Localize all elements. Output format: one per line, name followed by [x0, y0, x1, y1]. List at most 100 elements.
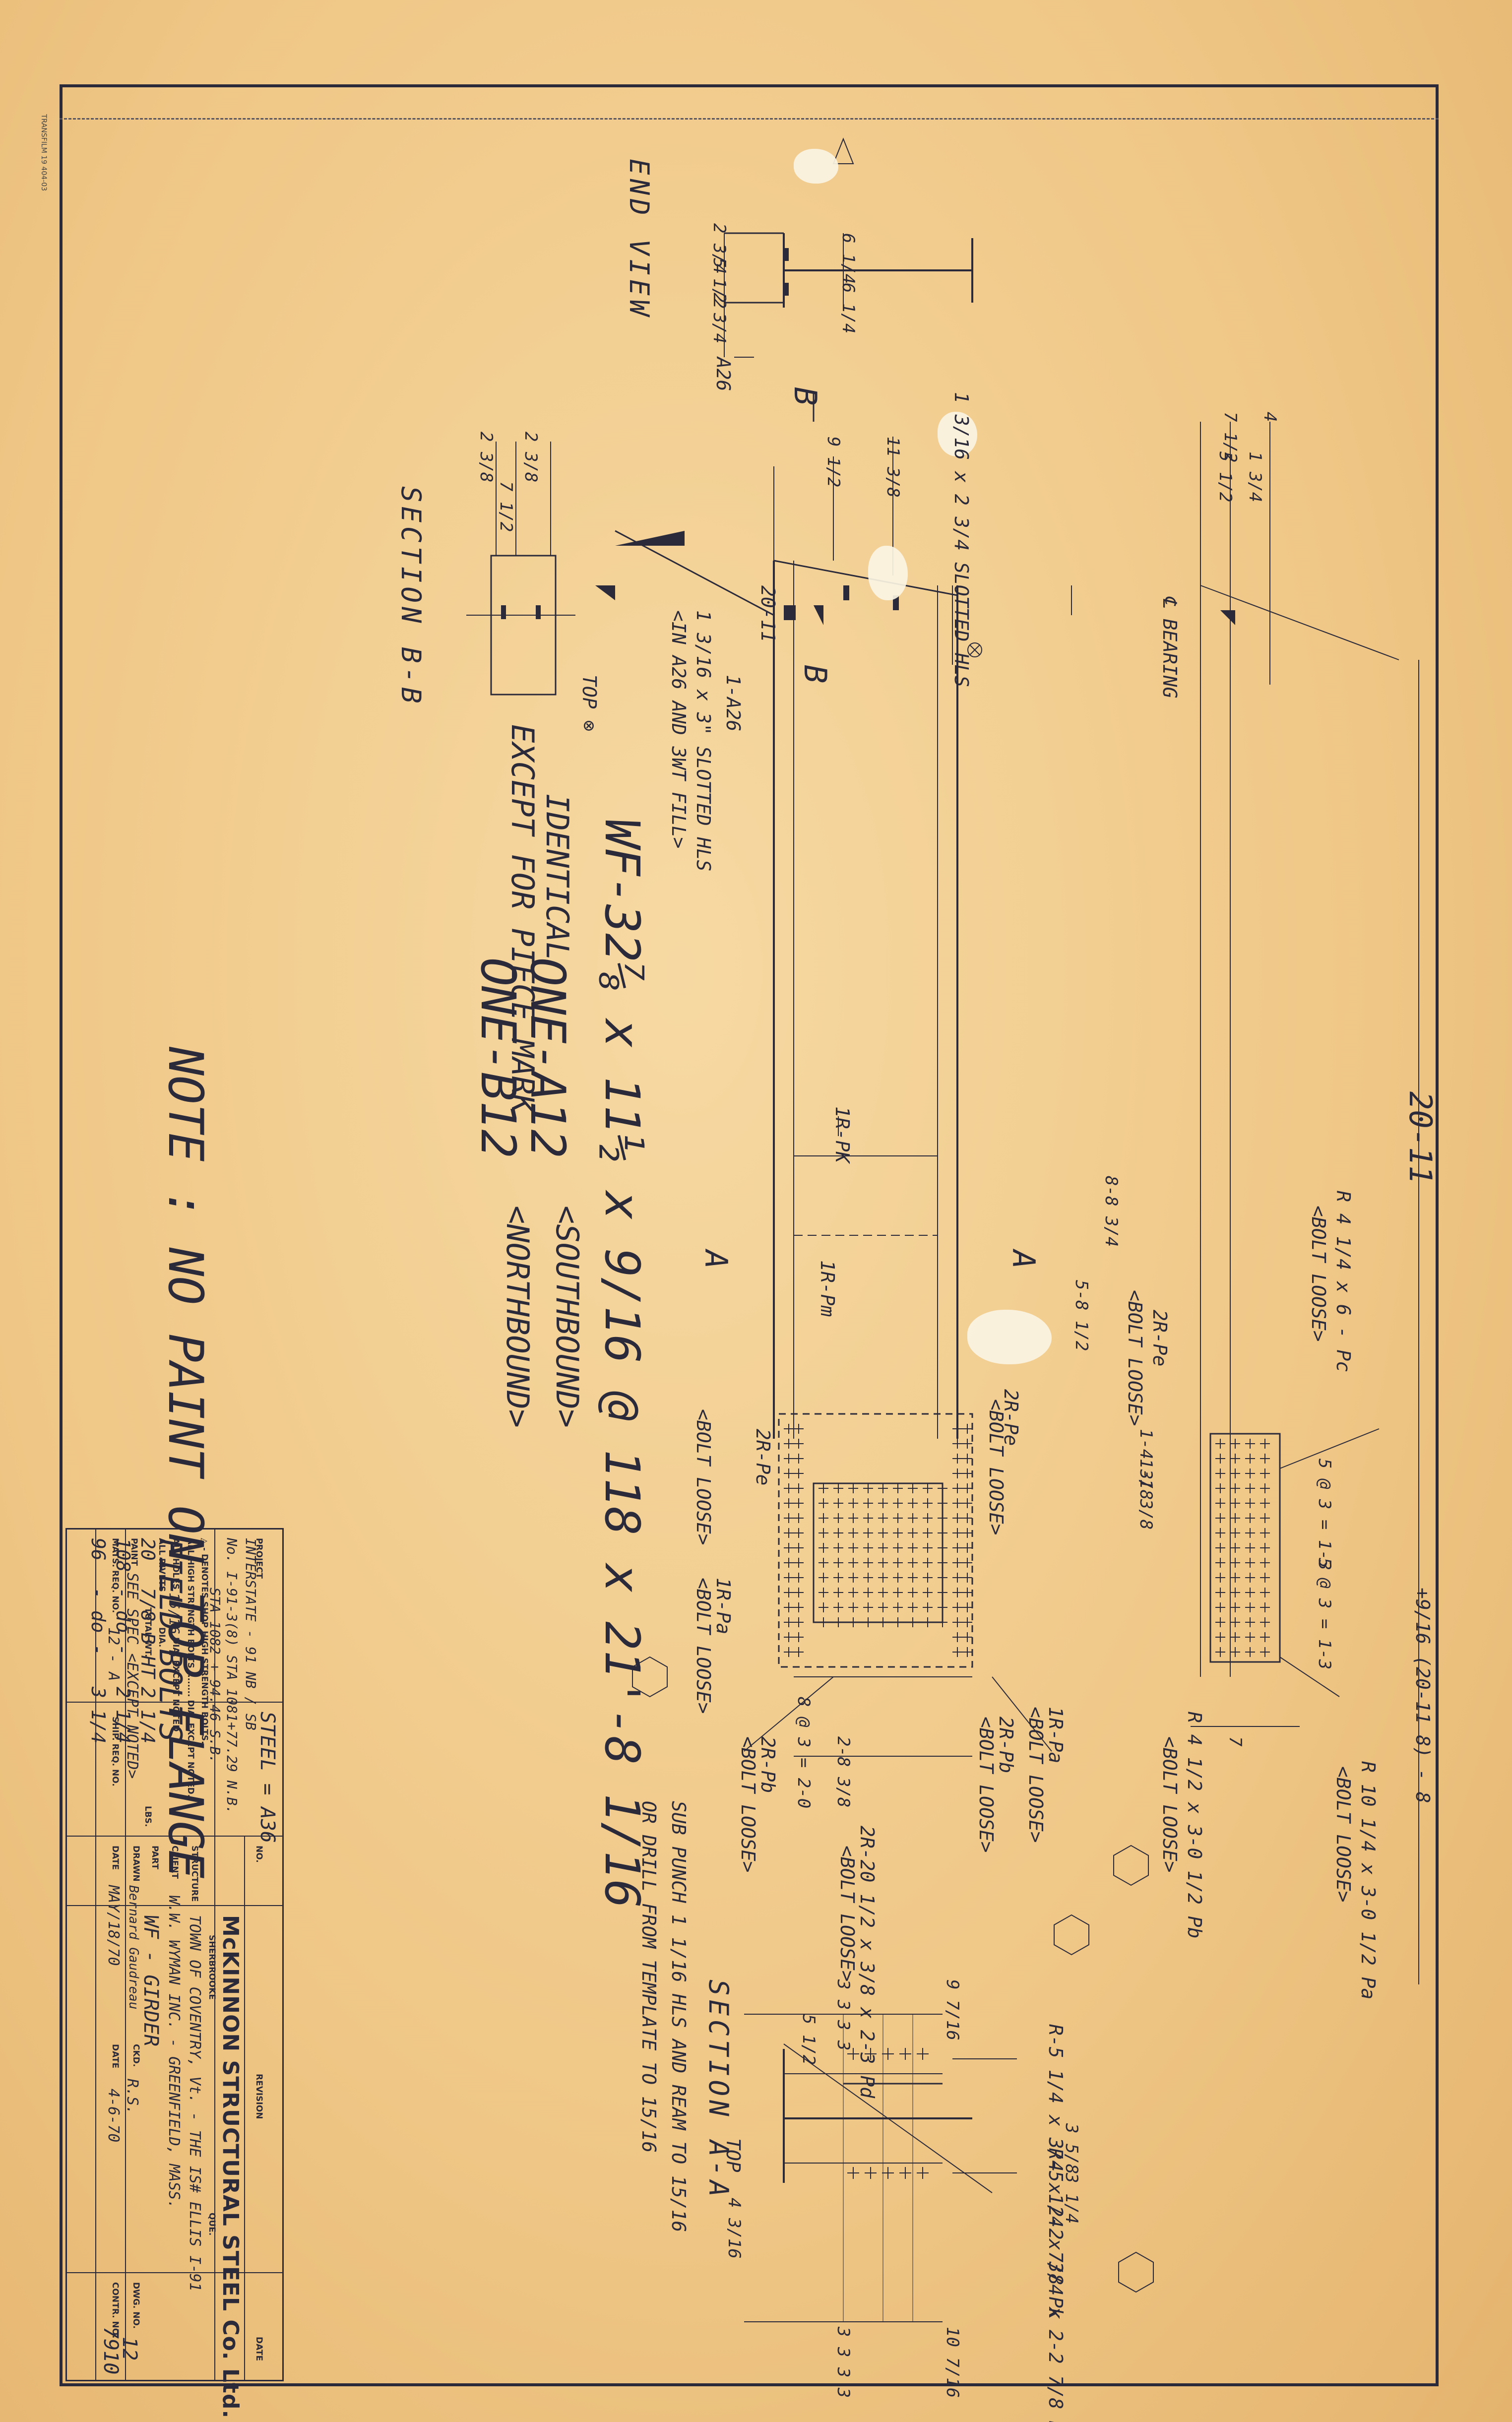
tb-holes-note: DIA. EXCEPT NOTED	[171, 1637, 181, 1732]
bolt-loose-note: <BOLT LOOSE>	[1332, 1766, 1354, 1903]
mark-b-note: <NORTHBOUND>	[500, 1206, 536, 1428]
section-mark-a: A	[698, 1250, 734, 1269]
tb-part-label: PART	[150, 1846, 160, 1869]
tb-project-1: INTERSTATE - 91 NB / SB	[243, 1538, 259, 1730]
bolt-loose-note: <BOLT LOOSE>	[1308, 1206, 1329, 1342]
tb-part: WF - GIRDER	[139, 1915, 162, 2046]
stain	[967, 1310, 1052, 1364]
tb-province: QUE.	[207, 2213, 217, 2236]
mark-a-note: <SOUTHBOUND>	[549, 1206, 585, 1428]
a26-label: A26	[712, 357, 734, 391]
plate-pe-callout: 2R-Pe	[752, 1429, 774, 1486]
identical-label: IDENTICAL	[539, 794, 575, 960]
plate-pb-callout: 2R-Pb	[995, 1717, 1017, 1774]
dim: 9 7/16	[943, 1979, 962, 2040]
tb-paint-label: PAINT	[129, 1538, 139, 1566]
stain	[868, 546, 908, 600]
tb-lbs: LBS.	[143, 1806, 153, 1827]
identical-note: EXCEPT FOR PIECE MARK	[504, 724, 541, 1113]
splice-bolt-grid	[784, 1424, 972, 1657]
tb-structure: TOWN OF COVENTRY, Vt. - THE IS# ELLIS I-…	[186, 1915, 203, 2292]
drawing-border	[60, 84, 1439, 2386]
top-dashed-rule	[60, 118, 1439, 120]
tb-revision-col: REVISION	[254, 2074, 264, 2119]
dim: 3 5/8	[1062, 2123, 1081, 2174]
tb-date-1: MAY/18/70	[105, 1885, 122, 1966]
tb-shop-note-2: ALL HIGH STRENGTH BOLTS ........ DIA. EX…	[186, 1538, 195, 1798]
tb-project-2: No. I-91-3(8) STA 1081+77.29 N.B.	[224, 1538, 240, 1814]
tb-mats: 12 - A	[105, 1627, 122, 1681]
drill-note: OR DRILL FROM TEMPLATE TO 15/16	[638, 1801, 660, 2153]
slotted-holes-callout-2: 1 3/16 x 3" SLOTTED HLS	[693, 610, 714, 872]
tb-contr-no: 7910	[99, 2327, 122, 2375]
dim: 3 1/4	[1062, 2173, 1081, 2224]
stain	[938, 412, 977, 456]
plate-pb-callout: 2R-Pb	[757, 1736, 779, 1793]
end-view-label: END VIEW	[624, 159, 655, 320]
dim: 7 1/2	[496, 481, 516, 532]
dim: 7	[1225, 1736, 1245, 1747]
dim: 20-11	[757, 585, 779, 642]
tb-rivets-label: ALL RIVETS	[157, 1538, 167, 1592]
plate-pa-callout: 1R-Pa	[1045, 1707, 1067, 1764]
dim: 1-1 3/8	[1136, 1459, 1156, 1530]
title-block: NO. REVISION DATE McKINNON STRUCTURAL ST…	[65, 1528, 284, 2419]
plate-pa2-callout: R 10 1/4 x 3-0 1/2 Pa	[1357, 1761, 1379, 2000]
bolt-loose-note: <BOLT LOOSE>	[836, 1846, 858, 1982]
bolt-loose-note: <BOLT LOOSE>	[1159, 1736, 1181, 1873]
tb-shop-note-1: △ - DENOTES SHOP HIGH STRENGTH BOLTS.	[199, 1538, 209, 1744]
tb-paint: SEE SPEC <EXCEPT NOTED>	[124, 1573, 141, 1779]
section-bolt-grid	[847, 2048, 929, 2179]
bolt-loose-note: <BOLT LOOSE>	[693, 1409, 714, 1545]
dim: 8 @ 3 = 2-0	[794, 1697, 814, 1809]
tb-rivets: DIA.	[157, 1627, 167, 1648]
bolt-loose-note: <BOLT LOOSE>	[975, 1717, 997, 1853]
tb-no-col: NO.	[254, 1846, 264, 1863]
dim: 8-8 3/4	[1101, 1176, 1121, 1247]
tb-steel-grade: STEEL = A36	[256, 1712, 279, 1843]
tb-company-name: McKINNON STRUCTURAL STEEL Co. Ltd.	[218, 1915, 243, 2419]
tb-holes: 15/16	[166, 1593, 183, 1635]
bolt-loose-note: <BOLT LOOSE>	[985, 1399, 1007, 1535]
tb-total-wt-label: TOTAL WT.	[143, 1607, 153, 1657]
dim: 4 3/16	[724, 2198, 744, 2259]
dim: 11 3/8	[883, 437, 903, 498]
dim: 9 1/2	[823, 437, 843, 488]
dim: 4	[1260, 412, 1280, 422]
plate-pm-callout: 1R-Pm	[817, 1260, 838, 1317]
dim: 10 7/16	[943, 2327, 962, 2398]
dim: 5-8 1/2	[1071, 1280, 1091, 1351]
subpunch-note: SUB PUNCH 1 1/16 HLS AND REAM TO 15/16	[668, 1801, 690, 2232]
tb-city: SHERBROOKE	[207, 1935, 217, 2000]
tb-client: W.W. WYMAN INC. - GREENFIELD, MASS.	[165, 1895, 183, 2209]
section-mark-b: B	[797, 665, 833, 684]
tb-structure-label: STRUCTURE	[189, 1846, 199, 1902]
a26-label-2: 1-A26	[722, 675, 744, 732]
top-label: TOP ⊗	[578, 675, 600, 732]
section-mark-b: B	[787, 387, 823, 406]
dim: 5 @ 3 = 1-3	[1315, 1459, 1334, 1571]
bolt-loose-note: <BOLT LOOSE>	[1124, 1290, 1146, 1426]
dim: +9/16 (20-11 8) - 8	[1412, 1588, 1434, 1803]
dim: 2 3/4	[709, 223, 729, 274]
dim: 5 @ 3 = 1-3	[1315, 1558, 1334, 1670]
dim: 3 3 3 3	[833, 2327, 853, 2398]
plate-pk-callout: 1R-PK	[831, 1106, 853, 1163]
section-mark-a: A	[1006, 1250, 1042, 1269]
dim: 6 1/4	[838, 283, 858, 334]
stain	[794, 149, 838, 184]
plate-pb2-callout: R 4 1/2 x 3-0 1/2 Pb	[1184, 1712, 1205, 1939]
tb-date-label: DATE	[110, 1846, 120, 1870]
tb-ckd: R.S.	[124, 2079, 141, 2115]
tb-dwg-label: DWG. NO.	[131, 2282, 141, 2329]
tb-client-label: CLIENT	[170, 1846, 180, 1879]
section-bb-label: SECTION B-B	[395, 486, 427, 707]
tb-holes-label: ALL HOLES	[171, 1538, 181, 1590]
dim: 6 1/4	[838, 233, 858, 284]
overall-length-dim: 20-11	[1402, 1091, 1439, 1184]
plate-pd-callout: 2R-20 1/2 x 3/8 x 2-3 Pd	[856, 1826, 878, 2099]
member-spec: WF-32⅞ x 11½ x 9/16 @ 118 x 21'-8 1/16	[594, 819, 650, 1909]
slotted-holes-note: <IN A26 AND 3WT FILL>	[668, 610, 690, 849]
